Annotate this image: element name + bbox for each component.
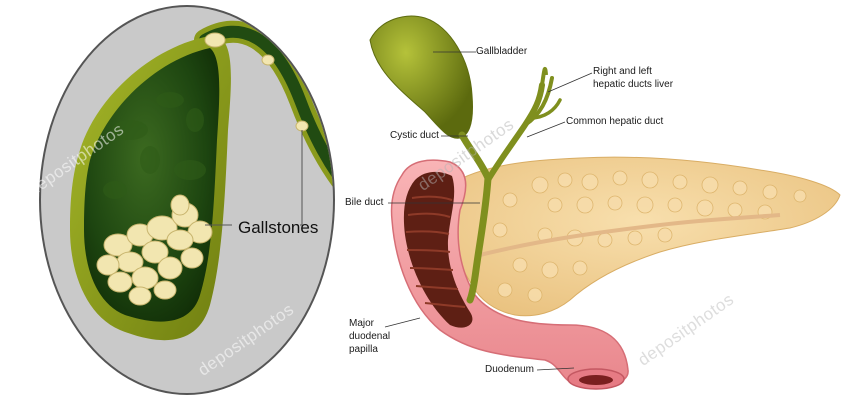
hepatic-ducts-label-line1: Right and left bbox=[593, 66, 652, 78]
common-hepatic-duct-label: Common hepatic duct bbox=[566, 116, 663, 128]
bile-duct-label: Bile duct bbox=[345, 197, 383, 209]
gallbladder-closeup bbox=[39, 5, 345, 395]
cystic-duct-label: Cystic duct bbox=[390, 130, 439, 142]
papilla-label-line3: papilla bbox=[349, 344, 378, 356]
gallstones-label: Gallstones bbox=[238, 218, 318, 237]
papilla-label-line2: duodenal bbox=[349, 331, 390, 343]
pancreas bbox=[439, 157, 840, 316]
hepatic-ducts-label-line2: hepatic ducts liver bbox=[593, 79, 673, 91]
gallbladder-label: Gallbladder bbox=[476, 46, 527, 58]
papilla-label-line1: Major bbox=[349, 318, 374, 330]
duodenum-label: Duodenum bbox=[485, 364, 534, 376]
